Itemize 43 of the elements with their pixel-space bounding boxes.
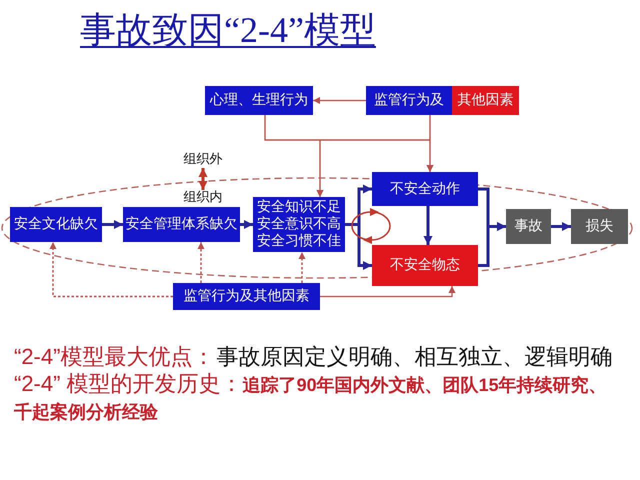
process-box xyxy=(506,209,551,244)
arrow xyxy=(320,286,456,298)
box-label: 事故 xyxy=(514,218,542,235)
arrow xyxy=(551,222,571,231)
box-label: 安全知识不足 xyxy=(257,199,341,216)
note-heading: “2-4”模型最大优点： xyxy=(14,344,214,369)
box-label: 安全文化缺欠 xyxy=(14,216,98,233)
note-paragraph: “2-4” 模型的开发历史：追踪了90年国内外文献、团队15年持续研究、千起案例分析经验 xyxy=(14,371,608,424)
box-label: 不安全动作 xyxy=(390,180,460,198)
box-label: 安全习惯不佳 xyxy=(257,233,341,250)
box-label: 其他因素 xyxy=(452,86,519,115)
boundary-label: 组织外 xyxy=(184,152,222,168)
process-box xyxy=(205,86,313,115)
boundary-label: 组织内 xyxy=(184,190,222,206)
box-label: 损失 xyxy=(586,218,614,235)
note-text: 事故原因定义明确、相互独立、逻辑明确 xyxy=(216,344,612,369)
title: 事故致因“2-4”模型 xyxy=(80,9,376,51)
process-box xyxy=(10,207,102,242)
arrow xyxy=(298,252,306,283)
process-box xyxy=(372,245,478,286)
box-label: 监管行为及其他因素 xyxy=(184,288,310,305)
arrow xyxy=(264,115,434,172)
process-box xyxy=(571,209,628,244)
double-arrow xyxy=(198,168,208,190)
process-box xyxy=(372,172,478,206)
box-label: 心理、生理行为 xyxy=(210,92,308,109)
arrow xyxy=(313,97,366,104)
arrow xyxy=(345,223,372,270)
process-box xyxy=(173,283,320,310)
arrow xyxy=(240,220,253,229)
box-label: 安全意识不高 xyxy=(257,216,341,233)
process-box xyxy=(253,197,345,252)
box-label: 安全管理体系缺欠 xyxy=(126,216,238,233)
arrow xyxy=(102,220,123,229)
arrow xyxy=(316,115,431,197)
arrow xyxy=(478,222,506,267)
arrow xyxy=(50,242,173,298)
process-box xyxy=(366,86,519,115)
box-label: 监管行为及 xyxy=(373,91,445,110)
arrow xyxy=(424,206,432,245)
box-label: 不安全物态 xyxy=(390,257,460,274)
arrow xyxy=(198,242,204,283)
process-box xyxy=(123,207,240,242)
